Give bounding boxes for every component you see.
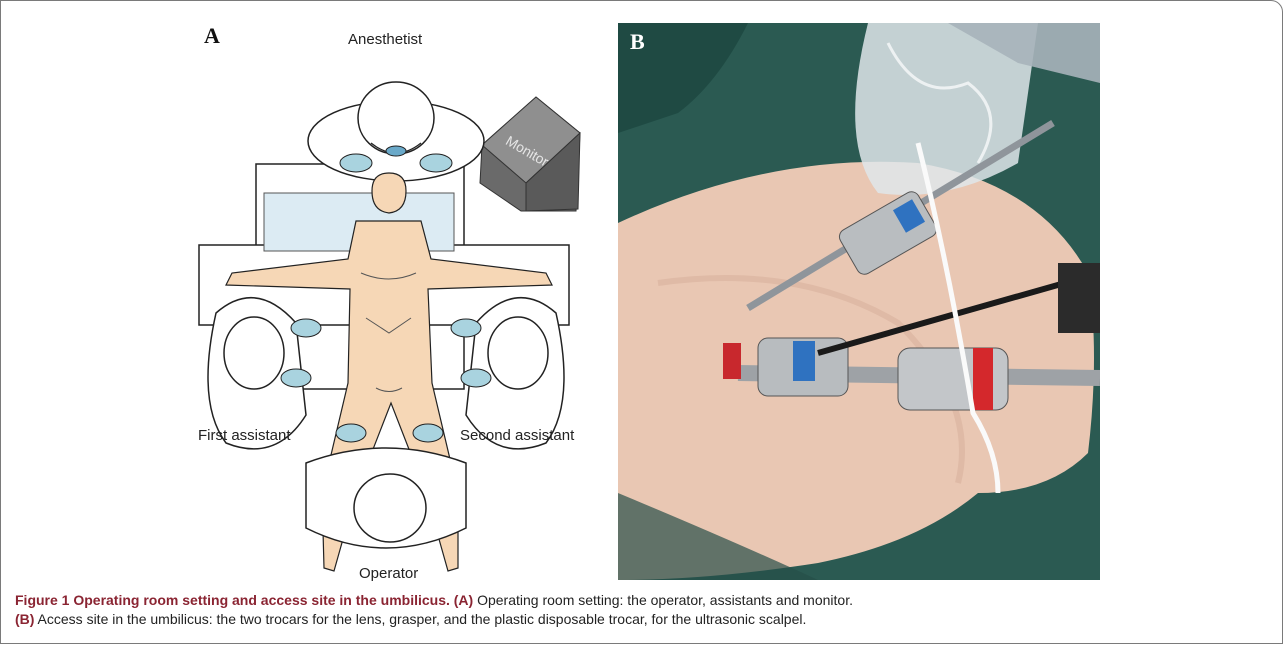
caption-line-2: (B) Access site in the umbilicus: the tw… — [15, 610, 1275, 629]
panel-b-photo: B — [618, 23, 1100, 580]
caption-line-1: Figure 1 Operating room setting and acce… — [15, 591, 1275, 610]
caption-text-a: Operating room setting: the operator, as… — [473, 592, 853, 608]
panel-b-letter: B — [630, 29, 645, 55]
caption-key-a: (A) — [454, 592, 473, 608]
umbilicus-photo — [618, 23, 1100, 580]
operating-room-illustration — [196, 23, 611, 588]
first-assistant-label: First assistant — [198, 427, 291, 444]
figure-title: Figure 1 Operating room setting and acce… — [15, 592, 450, 608]
panel-a-letter: A — [204, 23, 220, 49]
anesthetist-label: Anesthetist — [348, 31, 422, 48]
caption-text-b: Access site in the umbilicus: the two tr… — [34, 611, 806, 627]
panel-a-diagram: A Anesthetist Monitor First assistant Se… — [196, 23, 611, 588]
figure-caption: Figure 1 Operating room setting and acce… — [15, 591, 1275, 629]
caption-key-b: (B) — [15, 611, 34, 627]
anesthetist-figure — [308, 82, 484, 181]
operator-label: Operator — [359, 565, 418, 582]
second-assistant-label: Second assistant — [460, 427, 574, 444]
